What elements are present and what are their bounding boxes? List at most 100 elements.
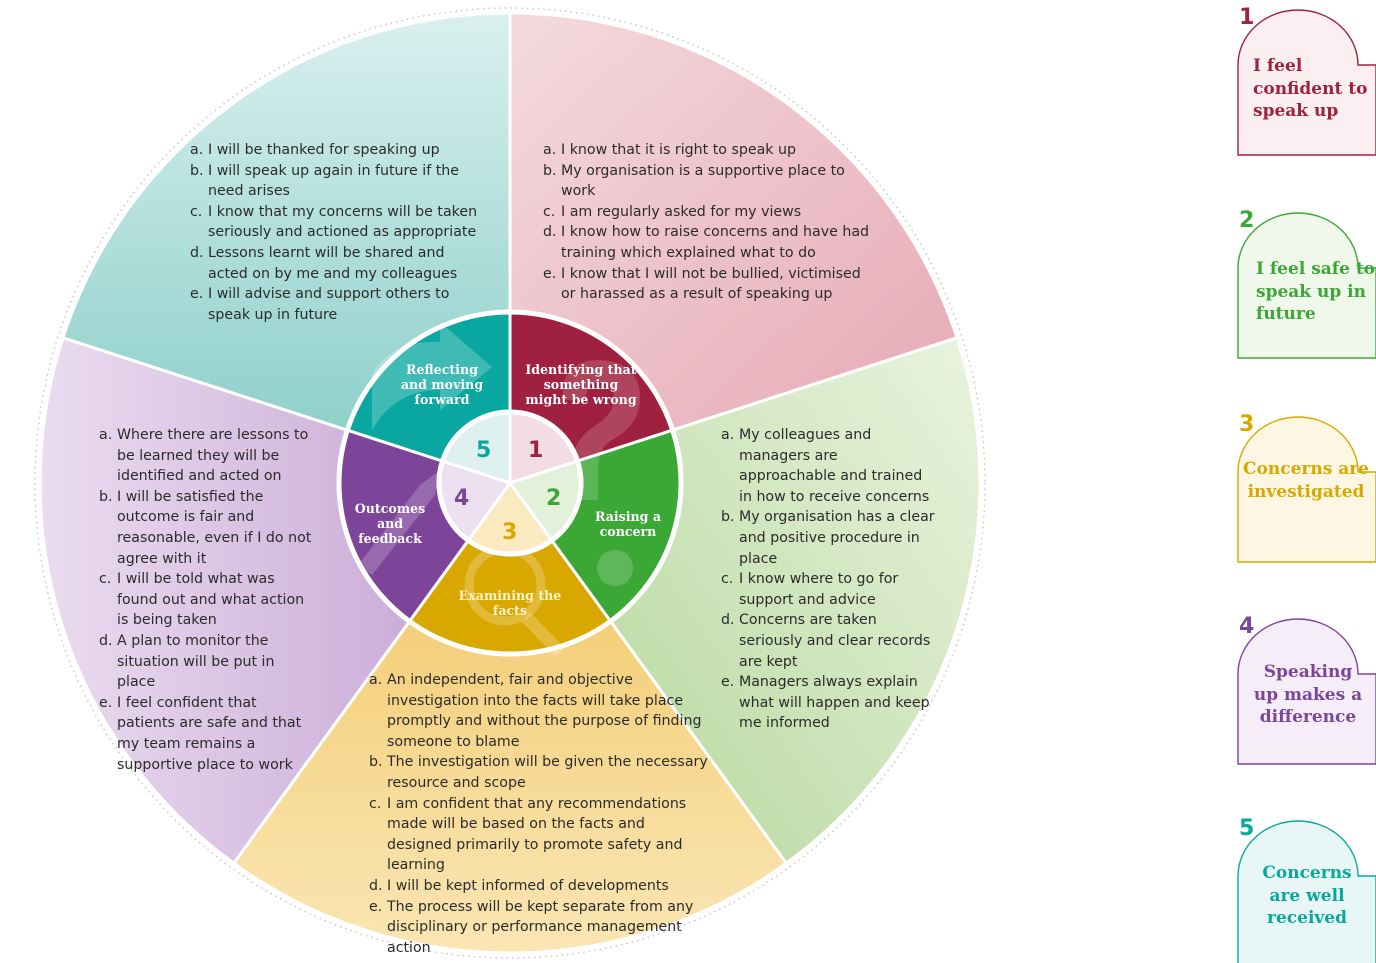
stage-label-outcomes: Outcomes and feedback	[354, 501, 426, 546]
pencil-watermark-icon	[358, 470, 440, 575]
statement-letter: d.	[369, 877, 383, 894]
teardrop-icon	[1237, 416, 1376, 563]
statement-text: My colleagues and managers are approacha…	[739, 427, 930, 505]
statement-letter: c.	[369, 795, 382, 812]
statement-text: Lessons learnt will be shared and acted …	[208, 244, 458, 282]
statement-text: Where there are lessons to be learned th…	[117, 427, 309, 485]
stage-label-reflecting: Reflecting and moving forward	[400, 362, 484, 407]
outcome-tag-3: 3 Concerns are investigated	[1237, 412, 1376, 567]
tag-number: 3	[1239, 412, 1255, 437]
center-number-1: 1	[528, 438, 544, 463]
stage-ring-border	[337, 310, 683, 656]
teardrop-icon	[1237, 618, 1376, 765]
tag-number: 2	[1239, 208, 1255, 233]
statement-letter: d.	[99, 632, 113, 649]
teardrop-icon	[1237, 820, 1376, 963]
statement-text: My organisation is a supportive place to…	[561, 162, 845, 200]
statement-item: b.The investigation will be given the ne…	[369, 752, 714, 793]
statement-text: Managers always explain what will happen…	[739, 674, 930, 732]
statement-text: I am confident that any recommendations …	[387, 795, 687, 874]
statement-text: The process will be kept separate from a…	[387, 898, 694, 956]
magnifier-handle-watermark-icon	[522, 612, 565, 656]
statement-item: a.I know that it is right to speak up	[543, 140, 873, 161]
stage-ring	[337, 310, 683, 656]
statement-text: I know that I will not be bullied, victi…	[561, 265, 861, 303]
statement-text: I am regularly asked for my views	[561, 203, 802, 220]
statement-letter: c.	[190, 203, 203, 220]
statement-letter: b.	[369, 754, 383, 771]
statement-text: An independent, fair and objective inves…	[387, 672, 702, 750]
statement-item: c. I am confident that any recommendation…	[369, 794, 714, 876]
statement-item: b.I will be satisfied the outcome is fai…	[99, 487, 314, 569]
tag-text: I feel confident to speak up	[1253, 56, 1368, 121]
tag-number: 5	[1239, 816, 1255, 841]
statement-item: e.I feel confident that patients are saf…	[99, 693, 314, 775]
statement-item: a.An independent, fair and objective inv…	[369, 670, 714, 752]
statement-letter: d.	[543, 224, 557, 241]
statement-letter: b.	[190, 162, 204, 179]
statement-letter: c.	[99, 571, 112, 588]
center-number-5: 5	[476, 438, 492, 463]
stage-label-raising: Raising a concern	[594, 509, 662, 539]
statement-item: d.I know how to raise concerns and have …	[543, 222, 873, 263]
statement-letter: e.	[190, 286, 204, 303]
statement-item: c. I am regularly asked for my views	[543, 202, 873, 223]
statement-item: d.Lessons learnt will be shared and acte…	[190, 243, 485, 284]
statement-item: e.I know that I will not be bullied, vic…	[543, 264, 873, 305]
statement-letter: e.	[721, 674, 735, 691]
statement-letter: e.	[99, 694, 113, 711]
statement-text: I know that my concerns will be taken se…	[208, 203, 478, 241]
statement-item: c. I know that my concerns will be taken …	[190, 202, 485, 243]
question-mark-watermark-icon	[562, 360, 640, 500]
outcome-tag-2: 2 I feel safe to speak up in future	[1237, 208, 1376, 363]
statement-item: a.Where there are lessons to be learned …	[99, 425, 314, 487]
statement-letter: d.	[721, 612, 735, 629]
tag-number: 1	[1239, 5, 1255, 30]
outcome-tag-1: 1 I feel confident to speak up	[1237, 5, 1376, 160]
inner-number-ring	[438, 411, 582, 555]
statement-text: I will be thanked for speaking up	[208, 142, 440, 158]
statement-text: I will be kept informed of developments	[387, 877, 669, 894]
stage-label-examining: Examining the facts	[458, 588, 562, 618]
tag-text: Speaking up makes a difference	[1253, 662, 1363, 727]
statement-letter: b.	[721, 509, 735, 526]
statement-letter: e.	[369, 898, 383, 915]
statement-item: b.My organisation is a supportive place …	[543, 161, 873, 202]
teardrop-icon	[1237, 9, 1376, 156]
statement-item: d.A plan to monitor the situation will b…	[99, 631, 314, 693]
statement-item: b.My organisation has a clear and positi…	[721, 507, 936, 569]
statement-letter: c.	[721, 571, 734, 588]
statement-text: The investigation will be given the nece…	[387, 754, 708, 791]
center-number-3: 3	[502, 520, 518, 545]
statement-letter: b.	[543, 162, 557, 179]
statement-text: I know where to go for support and advic…	[739, 571, 899, 608]
teardrop-icon	[1237, 212, 1376, 359]
statement-letter: c.	[543, 203, 556, 220]
statement-text: I know that it is right to speak up	[561, 142, 797, 158]
statement-text: I feel confident that patients are safe …	[117, 694, 302, 773]
question-dot-watermark-icon	[597, 550, 633, 586]
statement-letter: a.	[99, 427, 113, 443]
statement-item: e.Managers always explain what will happ…	[721, 672, 936, 734]
statement-letter: b.	[99, 488, 113, 505]
statement-text: I will advise and support others to spea…	[208, 286, 450, 323]
statement-text: My organisation has a clear and positive…	[739, 509, 935, 567]
inner-sector-s5	[441, 411, 512, 486]
statement-text: A plan to monitor the situation will be …	[117, 632, 275, 691]
tag-text: Concerns are investigated	[1243, 459, 1369, 502]
center-number-4: 4	[454, 486, 470, 511]
inner-sector-s2	[507, 459, 582, 542]
statement-text: Concerns are taken seriously and clear r…	[739, 612, 931, 670]
inner-sector-s4	[438, 459, 513, 542]
statement-item: c. I know where to go for support and adv…	[721, 569, 936, 610]
statement-item: e.I will advise and support others to sp…	[190, 284, 485, 325]
statement-letter: e.	[543, 265, 557, 282]
inner-sector-s3	[466, 480, 554, 555]
tag-number: 4	[1239, 614, 1255, 639]
statements-examining: a.An independent, fair and objective inv…	[369, 670, 714, 958]
outcome-tag-5: 5 Concerns are well received	[1237, 816, 1376, 963]
statement-letter: a.	[543, 142, 557, 158]
